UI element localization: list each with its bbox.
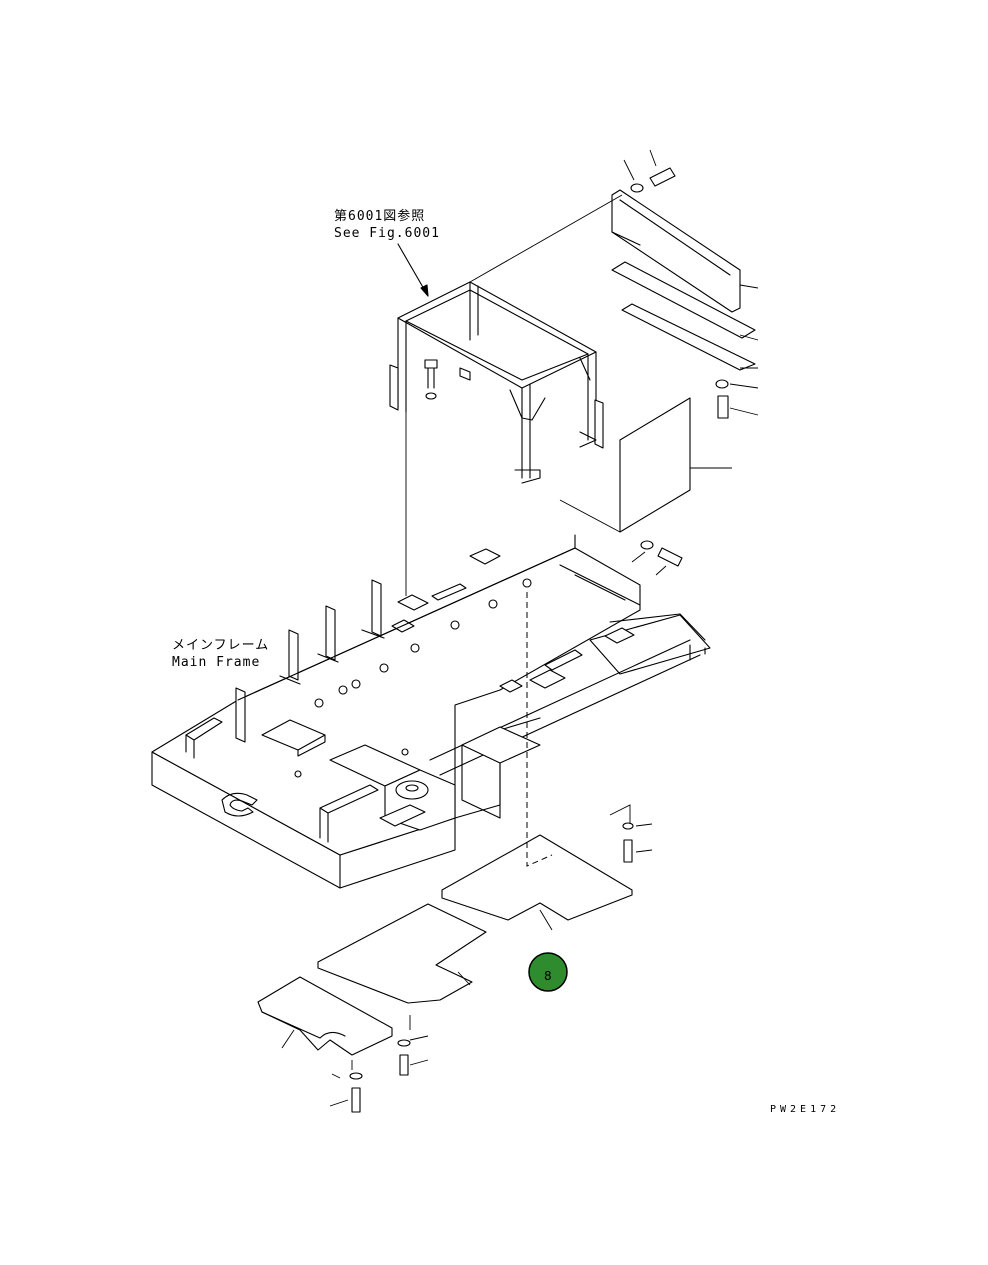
see-fig-en-label: See Fig.6001 (334, 226, 440, 241)
see-fig-jp-label: 第6001図参照 (334, 208, 425, 224)
main-frame-jp-label: メインフレーム (172, 638, 269, 653)
floor-plates-drawing (257, 592, 653, 1113)
part-marker-circle[interactable] (528, 952, 568, 992)
part-marker-8[interactable]: 8 (528, 952, 568, 992)
see-fig-arrowhead (420, 284, 429, 297)
cab-frame-drawing (389, 281, 604, 596)
callout-see-fig: 第6001図参照 See Fig.6001 (334, 208, 440, 297)
main-frame-drawing (151, 534, 711, 889)
side-covers-drawing (469, 149, 759, 576)
drawing-code: PW2E172 (770, 1104, 840, 1115)
part-marker-label[interactable]: 8 (544, 969, 552, 983)
main-frame-en-label: Main Frame (172, 655, 260, 670)
callout-main-frame: メインフレーム Main Frame (172, 638, 269, 670)
